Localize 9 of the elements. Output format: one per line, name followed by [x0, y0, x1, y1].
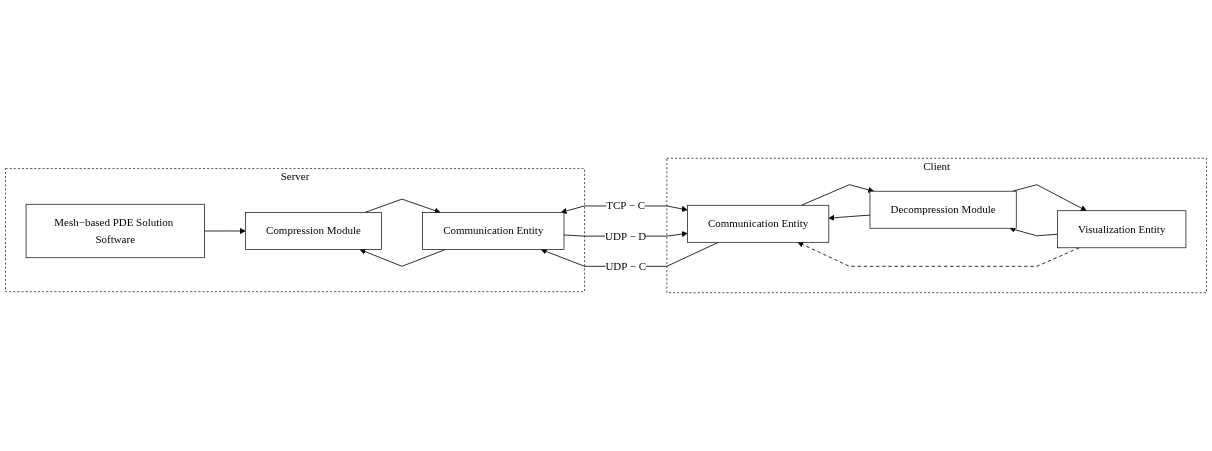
- edge-label: UDP − D: [605, 229, 647, 242]
- node-box: Visualization Entity: [1057, 210, 1187, 249]
- node-box: Communication Entity: [687, 204, 830, 243]
- edge-label: UDP − C: [605, 260, 646, 272]
- node-box: Compression Module: [245, 212, 382, 250]
- node-box: Decompression Module: [869, 190, 1017, 229]
- node-box: Mesh−based PDE Solution Software: [25, 203, 205, 259]
- node-box: Communication Entity: [422, 212, 565, 250]
- edge-label: TCP − C: [606, 199, 646, 212]
